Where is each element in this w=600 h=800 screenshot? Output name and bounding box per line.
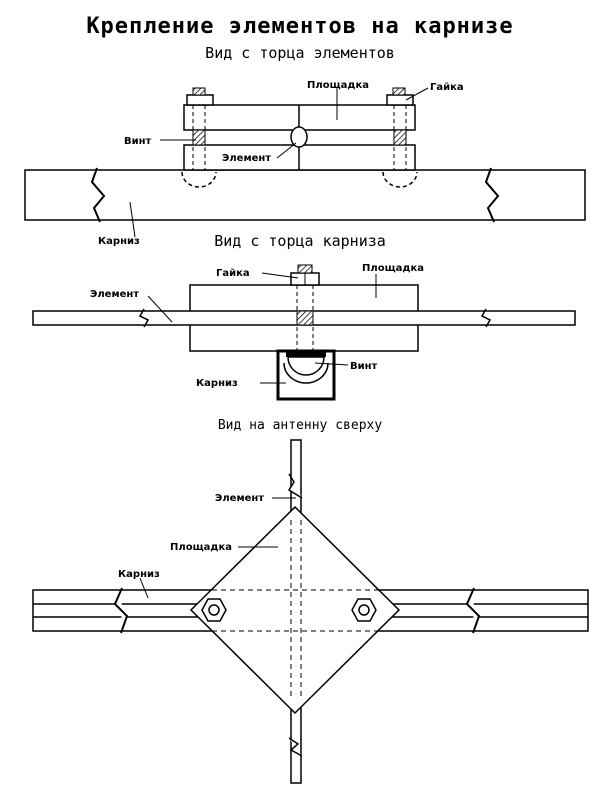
cornice-profile xyxy=(276,349,336,401)
label-cornice-v3: Карниз xyxy=(118,569,160,580)
label-platform-v1: Площадка xyxy=(307,80,369,91)
view-title-top: Вид на антенну сверху xyxy=(217,418,383,433)
label-cornice-v1: Карниз xyxy=(98,236,140,247)
screw-v2 xyxy=(290,264,320,352)
diagram-title: Крепление элементов на карнизе xyxy=(86,14,514,39)
label-screw-v1: Винт xyxy=(124,136,152,147)
label-nut-v1: Гайка xyxy=(430,82,464,93)
element-cross-section xyxy=(290,126,308,148)
cornice-beam xyxy=(24,167,586,223)
right-screw xyxy=(382,87,418,188)
view-title-end-of-elements: Вид с торца элементов xyxy=(205,44,395,62)
platform-diamond xyxy=(189,505,401,715)
left-screw xyxy=(181,87,217,188)
view1-drawing xyxy=(24,87,586,238)
label-platform-v2: Площадка xyxy=(362,263,424,274)
left-nut xyxy=(201,598,227,622)
label-element-v3: Элемент xyxy=(215,493,264,504)
right-nut xyxy=(351,598,377,622)
label-element-v2: Элемент xyxy=(90,289,139,300)
label-screw-v2: Винт xyxy=(350,361,378,372)
label-nut-v2: Гайка xyxy=(216,268,250,279)
label-element-v1: Элемент xyxy=(222,153,271,164)
view2-drawing xyxy=(32,264,576,401)
label-platform-v3: Площадка xyxy=(170,542,232,553)
view3-drawing xyxy=(32,439,589,784)
label-cornice-v2: Карниз xyxy=(196,378,238,389)
view-title-end-of-cornice: Вид с торца карниза xyxy=(214,232,386,250)
